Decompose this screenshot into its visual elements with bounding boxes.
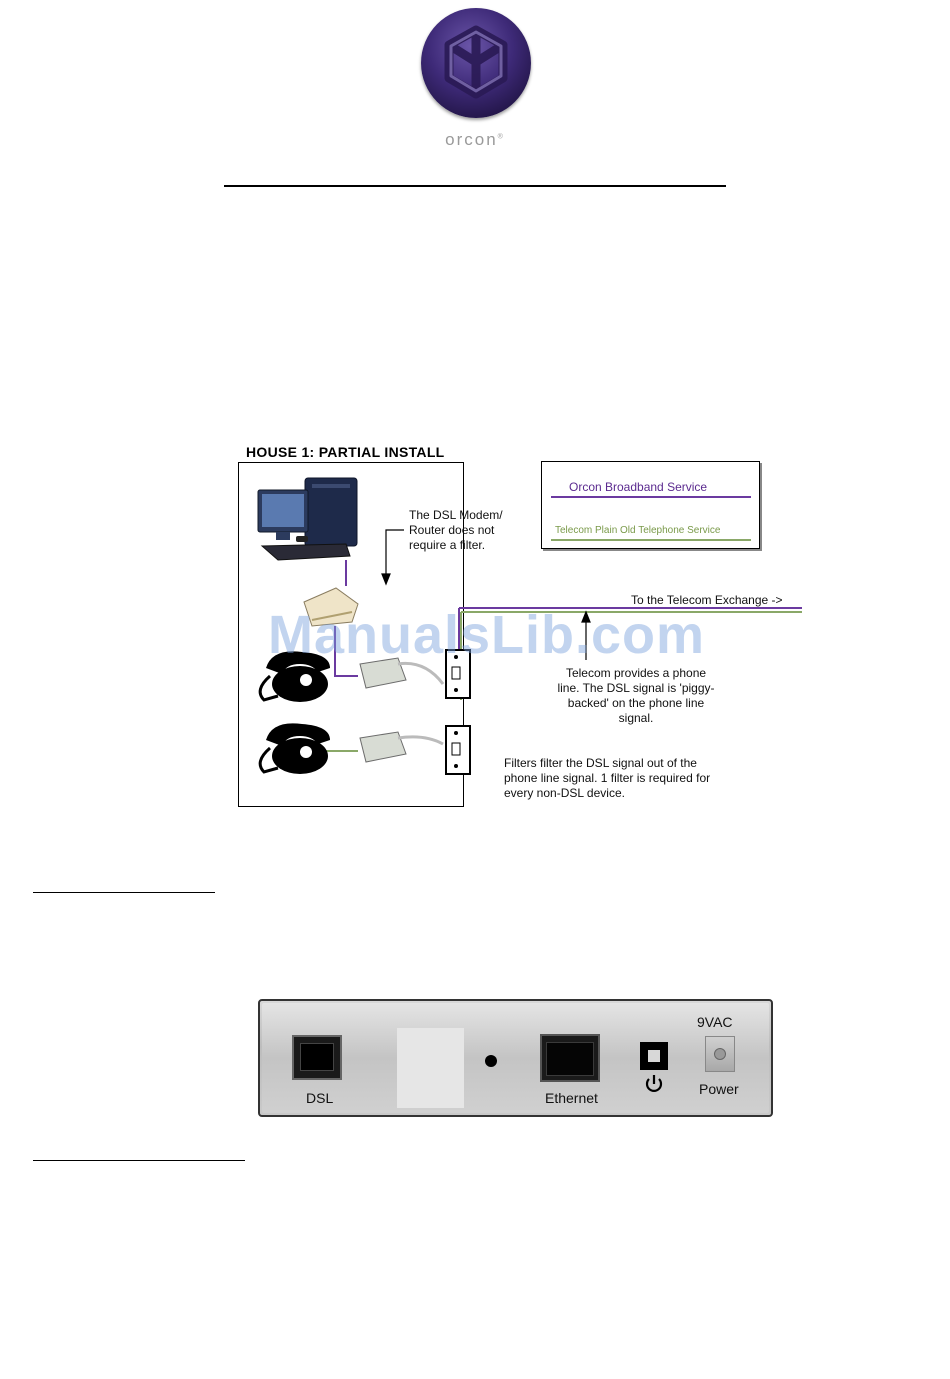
exchange-note: To the Telecom Exchange ->	[631, 593, 783, 607]
telecom-note: Telecom provides a phone line. The DSL s…	[557, 666, 715, 725]
diagram-title: HOUSE 1: PARTIAL INSTALL	[246, 444, 445, 460]
panel-blank-area	[397, 1028, 464, 1108]
legend-pots-label: Telecom Plain Old Telephone Service	[555, 525, 721, 536]
power-label: Power	[699, 1081, 739, 1097]
legend-pots-swatch	[551, 539, 751, 541]
telecom-arrow	[581, 610, 591, 660]
voltage-label: 9VAC	[697, 1014, 733, 1030]
filter-icon-1	[359, 657, 445, 689]
power-jack-socket	[714, 1048, 726, 1060]
section-heading-underline-2	[33, 1160, 245, 1161]
telephone-icon-2	[258, 723, 330, 774]
modem-note: The DSL Modem/ Router does not require a…	[409, 508, 503, 552]
brand-wordmark: orcon®	[445, 130, 505, 149]
filters-note: Filters filter the DSL signal out of the…	[504, 756, 711, 800]
legend-broadband-swatch	[551, 496, 751, 498]
wall-socket-icon-1	[445, 649, 471, 699]
dsl-port-socket	[300, 1043, 334, 1071]
router-back-panel-face	[262, 1003, 769, 1113]
ethernet-port-socket	[546, 1042, 594, 1076]
wiring-diagram	[257, 477, 802, 775]
house-outline	[238, 462, 464, 807]
cube-emblem-icon	[444, 25, 508, 99]
legend-broadband-label: Orcon Broadband Service	[569, 480, 708, 494]
dsl-label: DSL	[306, 1090, 334, 1106]
modem-arrow	[381, 529, 404, 586]
power-icon	[645, 1075, 663, 1092]
legend-box	[541, 461, 760, 549]
reset-hole	[485, 1055, 497, 1067]
ethernet-label: Ethernet	[545, 1090, 598, 1106]
title-rule	[224, 185, 726, 187]
orcon-logo	[421, 8, 531, 118]
watermark: ManualsLib.com	[268, 605, 706, 665]
wall-socket-icon-2	[445, 725, 471, 775]
telephone-icon-1	[258, 651, 330, 702]
modem-icon	[303, 587, 359, 627]
computer-icon	[257, 477, 358, 561]
section-heading-underline-1	[33, 892, 215, 893]
filter-icon-2	[359, 731, 444, 763]
power-switch-button	[648, 1050, 660, 1062]
